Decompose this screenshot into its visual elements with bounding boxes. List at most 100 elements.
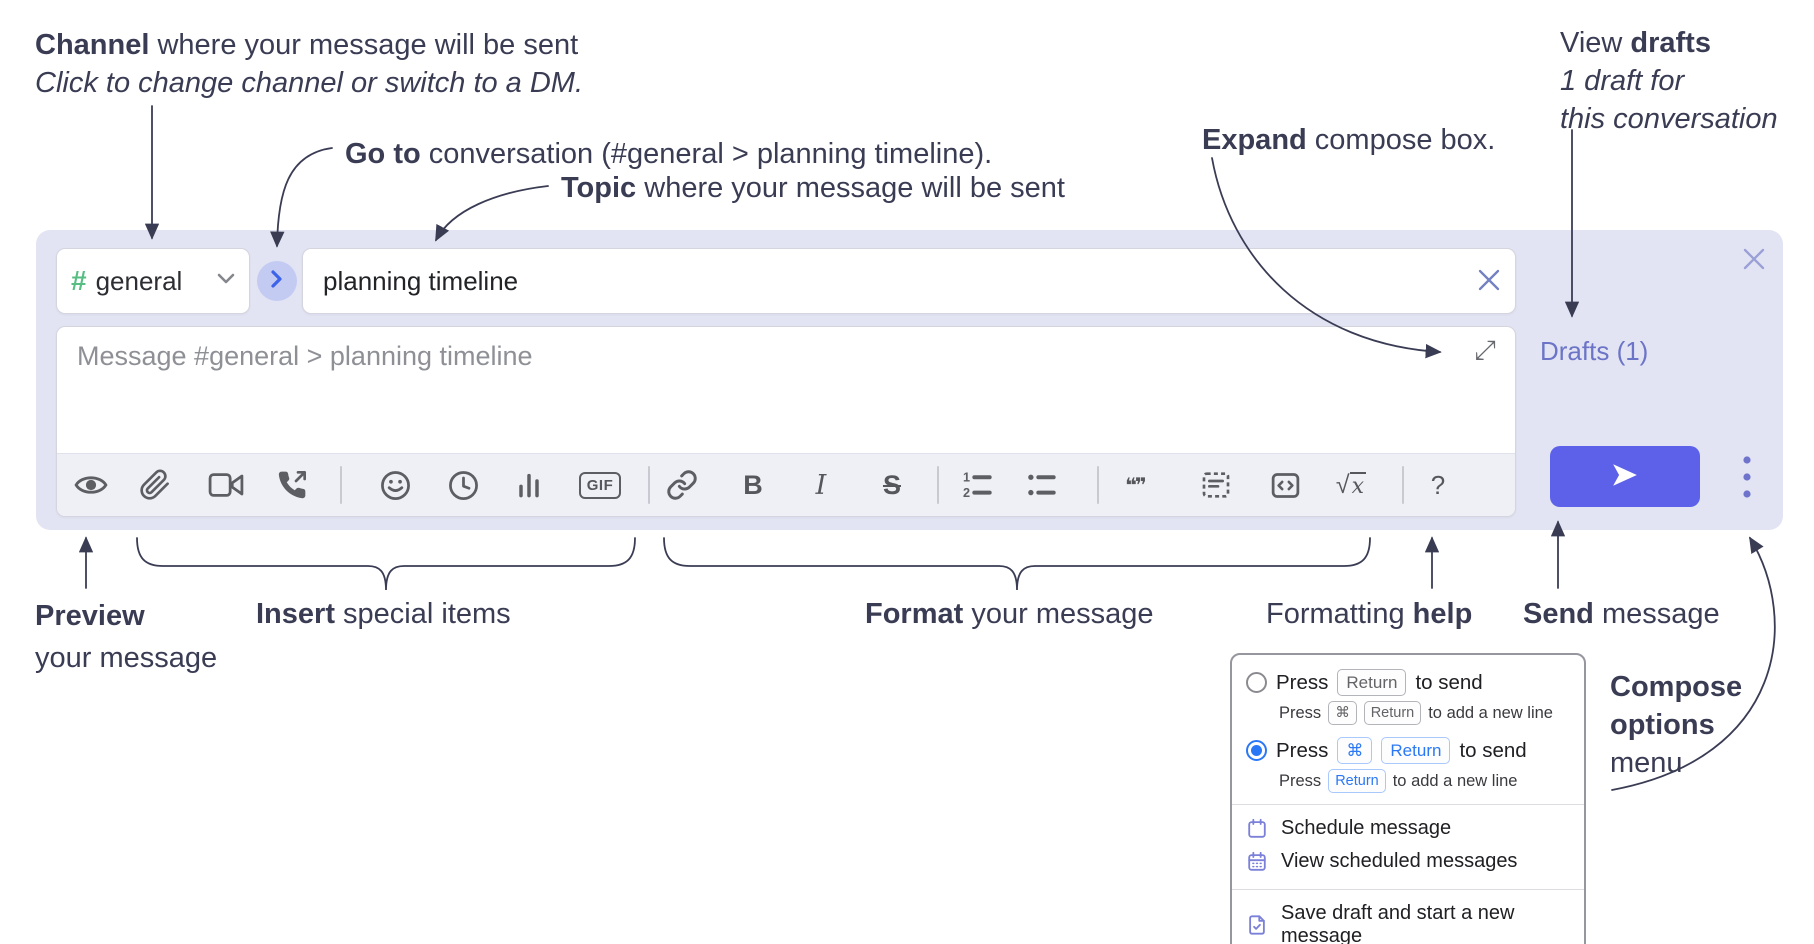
link-button[interactable] [659, 462, 705, 508]
drafts-link[interactable]: Drafts (1) [1540, 336, 1649, 366]
preview-button[interactable] [68, 462, 114, 508]
return-key: Return [1363, 701, 1422, 725]
option-cmd-enter-to-send-subtext: Press Return to add a new line [1232, 764, 1584, 793]
option-cmd-enter-to-send[interactable]: Press ⌘ Return to send [1232, 725, 1584, 764]
expand-compose-button[interactable]: ⤢ [1467, 333, 1503, 369]
bulleted-list-button[interactable] [1018, 462, 1064, 508]
preview-eye-icon [74, 468, 108, 502]
voice-call-button[interactable] [269, 462, 315, 508]
voice-call-icon [276, 469, 308, 501]
annotation-insert: Insert special items [256, 598, 511, 630]
strikethrough-icon: S [882, 469, 901, 500]
code-icon [1269, 469, 1302, 502]
bulleted-list-icon [1025, 469, 1057, 501]
video-call-icon [208, 470, 244, 500]
channel-hash-icon: # [71, 265, 87, 296]
topic-field [302, 248, 1516, 314]
annotation-channel: Channel where your message will be sent … [35, 29, 584, 99]
toolbar-divider [1402, 466, 1404, 504]
compose-options-menu-button[interactable] [1731, 450, 1763, 506]
spoiler-icon [1200, 469, 1232, 501]
poll-bar-chart-icon [513, 469, 545, 501]
menu-item-save-draft-new-message[interactable]: Save draft and start a new message [1232, 897, 1584, 944]
italic-icon: I [815, 469, 827, 501]
emoji-smiley-icon [379, 469, 412, 502]
svg-text:1: 1 [963, 471, 970, 485]
code-button[interactable] [1262, 462, 1308, 508]
cmd-key: ⌘ [1328, 701, 1357, 725]
view-scheduled-calendar-icon [1246, 851, 1268, 873]
topic-input[interactable] [303, 265, 1469, 297]
bold-icon: B [743, 469, 763, 500]
menu-item-view-scheduled-messages[interactable]: View scheduled messages [1232, 845, 1584, 878]
annotation-go-to: Go to conversation (#general > planning … [345, 138, 993, 170]
time-button[interactable] [440, 462, 486, 508]
annotation-send: Send message [1523, 598, 1720, 630]
toolbar-divider [1097, 466, 1099, 504]
send-button[interactable] [1550, 446, 1700, 507]
quote-button[interactable]: ❝❞ [1112, 462, 1158, 508]
annotation-topic: Topic where your message will be sent [561, 172, 1065, 204]
annotation-preview: Preview your message [35, 600, 218, 674]
annotation-view-drafts: View drafts 1 draft for this conversatio… [1560, 27, 1778, 135]
italic-button[interactable]: I [798, 462, 844, 508]
option-enter-to-send-subtext: Press ⌘ Return to add a new line [1232, 696, 1584, 725]
compose-box: # general [36, 230, 1783, 530]
menu-item-schedule-message[interactable]: Schedule message [1232, 812, 1584, 845]
chevron-down-icon [217, 272, 235, 290]
numbered-list-button[interactable]: 1 2 [954, 462, 1000, 508]
chevron-right-icon [271, 269, 283, 293]
annotation-format: Format your message [865, 598, 1154, 630]
formatting-help-button[interactable]: ? [1415, 462, 1461, 508]
gif-icon: GIF [578, 471, 622, 499]
annotation-compose-options: Compose options menu [1610, 671, 1743, 779]
link-icon [666, 469, 698, 501]
poll-button[interactable] [506, 462, 552, 508]
send-paper-plane-icon [1611, 461, 1639, 492]
popup-divider [1232, 804, 1584, 805]
annotation-expand: Expand compose box. [1202, 124, 1496, 156]
quote-icon: ❝❞ [1125, 473, 1147, 497]
topic-clear-button[interactable] [1469, 261, 1509, 301]
radio-unselected-icon[interactable] [1246, 672, 1267, 693]
svg-text:2: 2 [963, 486, 970, 500]
popup-divider [1232, 889, 1584, 890]
attach-file-button[interactable] [132, 462, 178, 508]
channel-name: general [95, 265, 183, 296]
spoiler-button[interactable] [1193, 462, 1239, 508]
clock-icon [447, 469, 480, 502]
video-call-button[interactable] [203, 462, 249, 508]
toolbar-divider [937, 466, 939, 504]
return-key: Return [1328, 769, 1386, 793]
save-draft-icon [1246, 914, 1268, 936]
help-question-icon: ? [1430, 469, 1446, 500]
message-input[interactable] [57, 327, 1457, 451]
channel-selector[interactable]: # general [56, 248, 250, 314]
annotation-formatting-help: Formatting help [1266, 598, 1473, 630]
close-icon [1740, 245, 1768, 276]
expand-diagonal-icon: ⤢ [1474, 335, 1496, 366]
vertical-ellipsis-icon [1742, 454, 1752, 503]
return-key: Return [1337, 669, 1407, 696]
strikethrough-button[interactable]: S [869, 462, 915, 508]
math-sqrt-icon: √x [1335, 470, 1367, 499]
attach-paperclip-icon [139, 469, 171, 501]
emoji-button[interactable] [372, 462, 418, 508]
option-enter-to-send[interactable]: Press Return to send [1232, 667, 1584, 696]
x-icon [1476, 267, 1502, 296]
message-compose-area: ⤢ [56, 326, 1516, 517]
close-compose-button[interactable] [1736, 242, 1772, 278]
radio-selected-icon[interactable] [1246, 740, 1267, 761]
bold-button[interactable]: B [730, 462, 776, 508]
cmd-key: ⌘ [1337, 737, 1373, 764]
compose-options-popup: Press Return to send Press ⌘ Return to a… [1230, 653, 1586, 944]
math-button[interactable]: √x [1328, 462, 1374, 508]
toolbar-divider [648, 466, 650, 504]
gif-button[interactable]: GIF [577, 462, 623, 508]
compose-toolbar: GIF B I S [57, 453, 1515, 516]
toolbar-divider [340, 466, 342, 504]
numbered-list-icon: 1 2 [961, 469, 993, 501]
return-key: Return [1381, 737, 1451, 764]
go-to-conversation-button[interactable] [257, 261, 297, 301]
